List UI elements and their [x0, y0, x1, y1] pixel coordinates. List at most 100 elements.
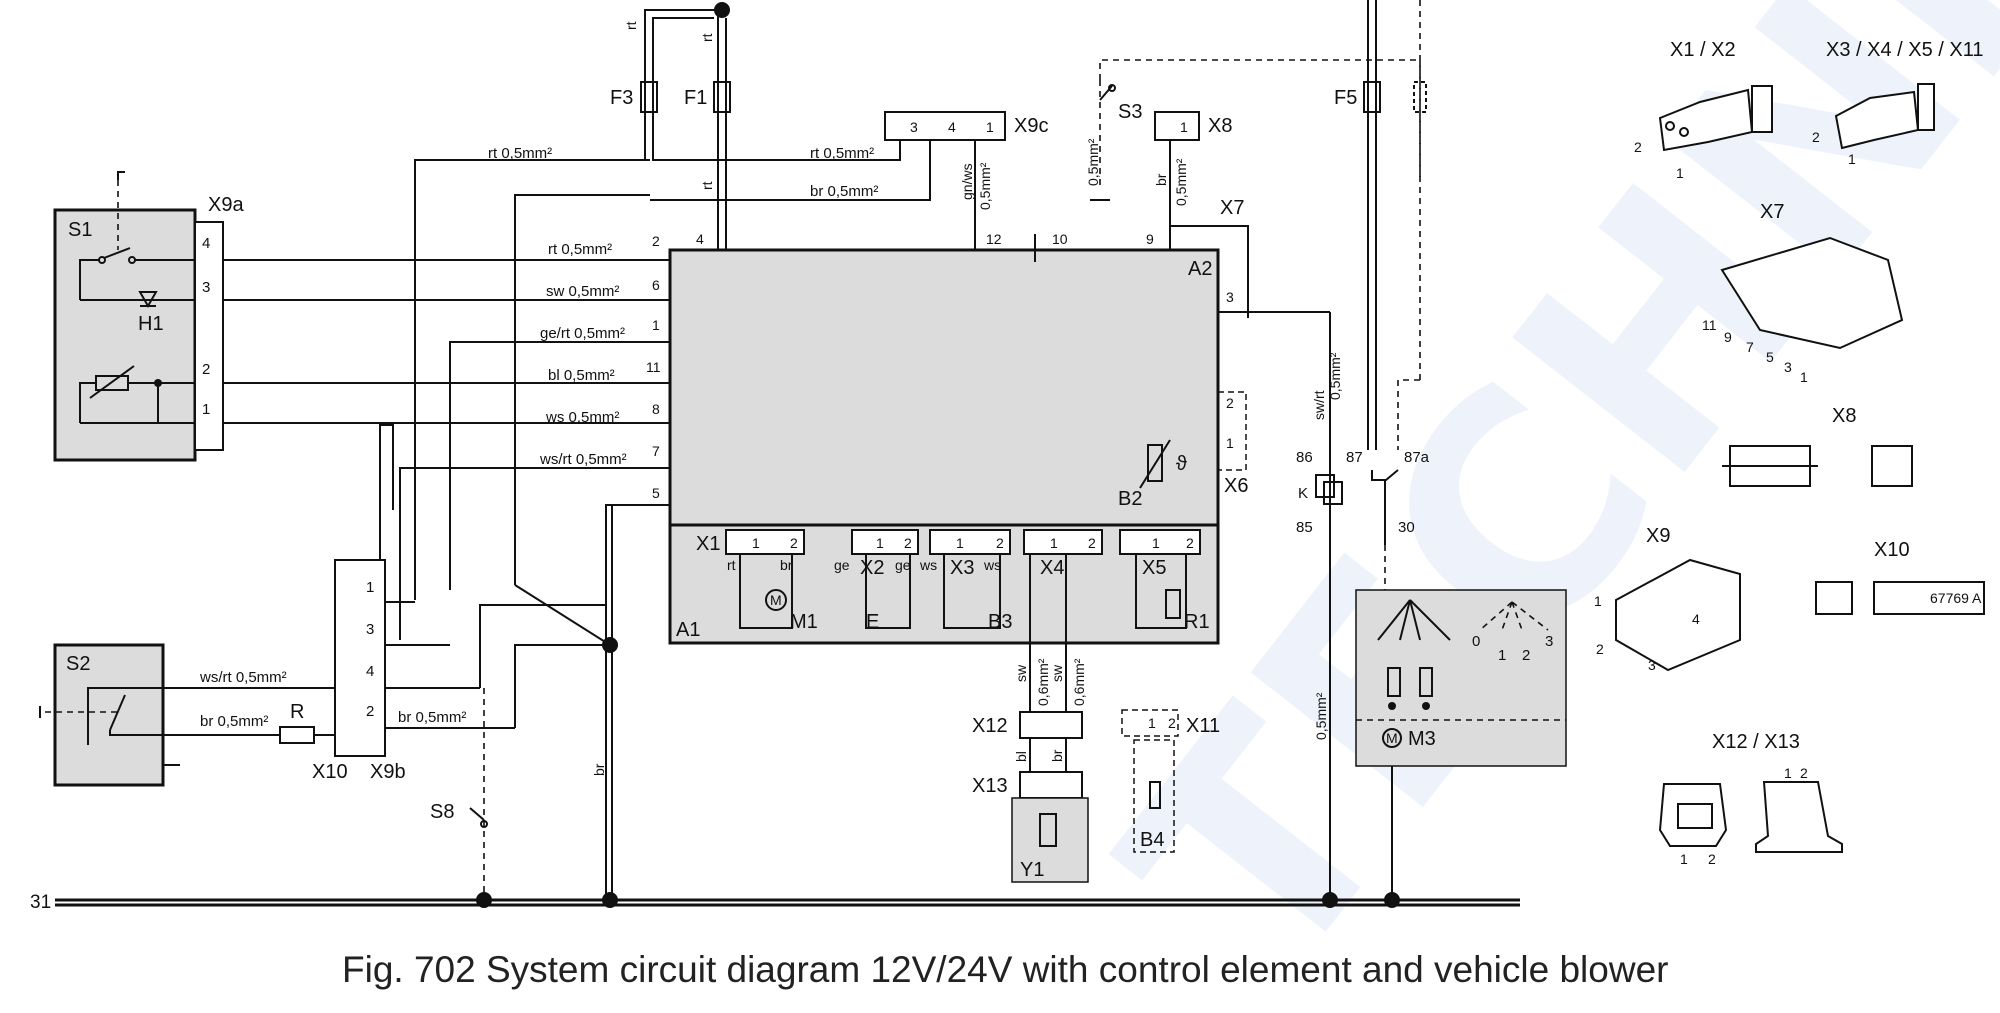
- label-x4: X4: [1040, 557, 1064, 579]
- label-s1: S1: [68, 219, 92, 241]
- wire-label: gn/ws: [959, 163, 975, 200]
- pin-label: 1: [1800, 369, 1808, 385]
- label-s8: S8: [430, 801, 454, 823]
- pin-label: 1: [652, 317, 660, 333]
- pin-label: 7: [1746, 339, 1754, 355]
- pin-label: 2: [1812, 129, 1820, 145]
- pin-label: 7: [652, 443, 660, 459]
- wire-label: 0,5mm²: [1173, 158, 1189, 206]
- wire-label: rt: [699, 181, 715, 190]
- wire-label: bl: [1013, 751, 1029, 762]
- wire-label: bl 0,5mm²: [548, 367, 615, 384]
- pin-label: 11: [1702, 317, 1717, 333]
- pin-label: 1: [1680, 851, 1688, 867]
- wires-x9a-a2: rt 0,5mm² sw 0,5mm² ge/rt 0,5mm² bl 0,5m…: [223, 159, 650, 640]
- legend-x12x13: X12 / X13 1 2 1 2: [1658, 731, 1843, 867]
- pin-label: 87a: [1404, 449, 1430, 466]
- wire-label: sw: [1013, 664, 1029, 682]
- pin-label: 1: [1594, 593, 1602, 609]
- pin-label: 3: [202, 279, 210, 296]
- ground-label-31: 31: [30, 892, 51, 913]
- label-a1: A1: [676, 619, 700, 641]
- pin-label: 4: [1692, 611, 1700, 627]
- pin-label: 2: [652, 233, 660, 249]
- pin-label: 1: [1148, 715, 1156, 731]
- pin-label: 1: [1498, 647, 1506, 664]
- pin-label: 86: [1296, 449, 1313, 466]
- wire-label: br: [1049, 749, 1065, 762]
- switch-s1-block: S1 X9a 4 3 2 1 H1: [53, 171, 244, 462]
- pin-label: 2: [1596, 641, 1604, 657]
- pin-label: 4: [948, 119, 956, 135]
- wire-label: br 0,5mm²: [810, 183, 878, 200]
- ground-rail: 31: [30, 892, 1520, 913]
- pin-label: 2: [790, 535, 798, 551]
- pin-label: 8: [652, 401, 660, 417]
- motor-symbol: M: [1386, 730, 1398, 746]
- pin-label: 9: [1724, 329, 1732, 345]
- pin-label: 1: [876, 535, 884, 551]
- theta-symbol: ϑ: [1176, 453, 1187, 475]
- wire-label: ws: [983, 557, 1001, 573]
- pin-label: 1: [752, 535, 760, 551]
- label-x13: X13: [972, 775, 1008, 797]
- wire-label: ws: [919, 557, 937, 573]
- label-x8: X8: [1208, 115, 1232, 137]
- label-b4: B4: [1140, 829, 1164, 851]
- legend-x1x2: X1 / X2 2 1: [1634, 39, 1773, 181]
- pin-label: 6: [652, 277, 660, 293]
- legend-label-x7: X7: [1760, 201, 1784, 223]
- pin-label: 85: [1296, 519, 1313, 536]
- label-s3: S3: [1118, 101, 1142, 123]
- legend-label-x8: X8: [1832, 405, 1856, 427]
- label-m3: M3: [1408, 728, 1436, 750]
- legend-label-x1x2: X1 / X2: [1670, 39, 1736, 61]
- wire-label: rt 0,5mm²: [548, 241, 612, 258]
- pin-label: 11: [646, 359, 661, 375]
- switch-s3-x8: S3 0,5mm² 1 X8 br 0,5mm²: [1085, 59, 1421, 250]
- pin-label: 3: [366, 621, 374, 638]
- label-m1: M1: [790, 611, 818, 633]
- label-b2: B2: [1118, 488, 1142, 510]
- wire-label: 0,5mm²: [1085, 138, 1101, 186]
- wire-label: br 0,5mm²: [200, 713, 268, 730]
- wire-label: rt: [699, 33, 715, 42]
- pin-label: 5: [652, 485, 660, 501]
- pin-label: 3: [1545, 633, 1553, 650]
- pin-label: 2: [1226, 395, 1234, 411]
- pin-label: 3: [1784, 359, 1792, 375]
- fuse-f5-relay-k: F5 86 87 87a sw/rt 0,5mm² K 85 30 0,5mm²: [1296, 0, 1430, 740]
- legend-x9: X9 1 4 2 3: [1594, 525, 1741, 673]
- wire-label: 0,5mm²: [977, 162, 993, 210]
- wire-label: 0,6mm²: [1071, 658, 1087, 706]
- label-f1: F1: [684, 87, 707, 109]
- label-x12: X12: [972, 715, 1008, 737]
- label-x9c: X9c: [1014, 115, 1048, 137]
- pin-label: 1: [366, 579, 374, 596]
- legend-x8: X8: [1722, 405, 1913, 487]
- pin-label: 4: [696, 231, 704, 247]
- wire-label: ws/rt 0,5mm²: [199, 669, 287, 686]
- legend-part-number: 67769 A: [1930, 590, 1982, 606]
- label-x10: X10: [312, 761, 348, 783]
- wire-label: 0,5mm²: [1313, 692, 1329, 740]
- pin-label: 3: [910, 119, 918, 135]
- pin-label: 2: [1522, 647, 1530, 664]
- pin-label: 10: [1052, 231, 1068, 247]
- label-k: K: [1298, 485, 1308, 502]
- pin-label: 2: [366, 703, 374, 720]
- control-unit-a2: A2 B2 ϑ 2 6 1 11 8 7 5 4 12 10 9 X7 3 2 …: [646, 197, 1331, 900]
- pin-label: 2: [904, 535, 912, 551]
- label-f5: F5: [1334, 87, 1357, 109]
- label-y1: Y1: [1020, 859, 1044, 881]
- wire-label: 0,5mm²: [1327, 352, 1343, 400]
- label-e: E: [866, 611, 879, 633]
- pin-label: 2: [1634, 139, 1642, 155]
- label-x5: X5: [1142, 557, 1166, 579]
- br-ground-trunk: br S8: [430, 200, 618, 908]
- pin-label: 1: [1152, 535, 1160, 551]
- legend-label-x3-x11: X3 / X4 / X5 / X11: [1826, 39, 1984, 61]
- wire-label: rt: [727, 557, 736, 573]
- wire-label: ge/rt 0,5mm²: [540, 325, 625, 342]
